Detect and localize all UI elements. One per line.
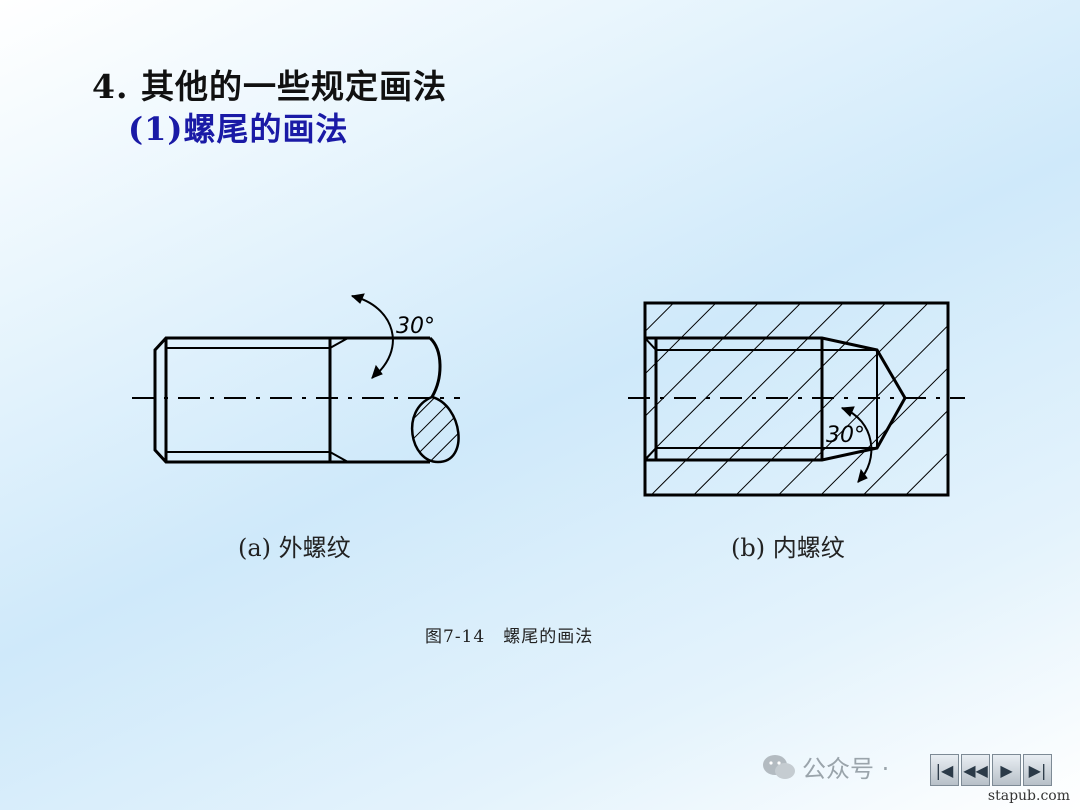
page-title: 4. 其他的一些规定画法: [92, 67, 447, 106]
first-slide-button[interactable]: |◀: [930, 754, 959, 786]
slide-nav: |◀ ◀◀ ▶ ▶|: [930, 754, 1052, 786]
break-section: [410, 395, 460, 464]
angle-label-b: 30°: [826, 423, 865, 448]
section-subtitle: (1)螺尾的画法: [128, 110, 349, 148]
watermark-text: 公众号 ·: [802, 755, 890, 783]
angle-arc-a: [351, 295, 394, 379]
bolt-outline: [153, 336, 430, 464]
watermark: 公众号 ·: [762, 749, 889, 784]
caption-external-thread: (a) 外螺纹: [238, 534, 351, 562]
site-watermark: stapub.com: [987, 788, 1070, 804]
external-thread-figure: [132, 293, 460, 464]
figure-caption: 图7-14 螺尾的画法: [425, 627, 594, 647]
last-slide-button[interactable]: ▶|: [1023, 754, 1052, 786]
caption-internal-thread: (b) 内螺纹: [731, 534, 845, 562]
internal-thread-figure: [628, 301, 965, 497]
prev-slide-button[interactable]: ◀◀: [961, 754, 990, 786]
next-slide-button[interactable]: ▶: [992, 754, 1021, 786]
wechat-icon: [762, 753, 796, 781]
angle-label-a: 30°: [396, 314, 435, 339]
